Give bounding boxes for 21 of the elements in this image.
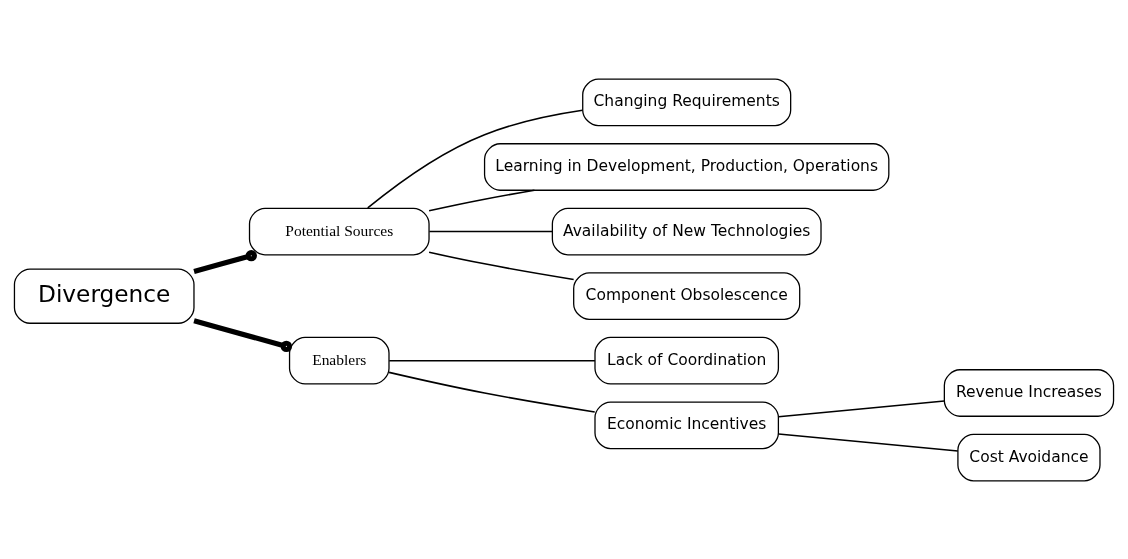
connector <box>366 109 584 209</box>
node-box: Enablers <box>288 336 390 385</box>
connector <box>428 230 554 232</box>
node-box: Revenue Increases <box>943 368 1115 417</box>
connector <box>193 317 293 352</box>
node-box: Component Obsolescence <box>573 271 801 320</box>
connector <box>777 432 959 452</box>
node-box: Lack of Coordination <box>594 336 780 385</box>
node-box: Divergence <box>13 267 195 324</box>
node-box: Learning in Development, Production, Operations <box>483 142 890 191</box>
connector <box>777 399 946 417</box>
node-box: Potential Sources <box>248 207 430 255</box>
connector <box>428 251 575 280</box>
connector <box>388 371 596 413</box>
connector <box>193 249 257 274</box>
node-box: Cost Avoidance <box>957 433 1101 481</box>
node-box: Availability of New Technologies <box>551 207 822 255</box>
connector <box>428 188 536 212</box>
node-box: Economic Incentives <box>594 400 780 449</box>
node-box: Changing Requirements <box>582 78 792 126</box>
connector <box>388 359 596 361</box>
